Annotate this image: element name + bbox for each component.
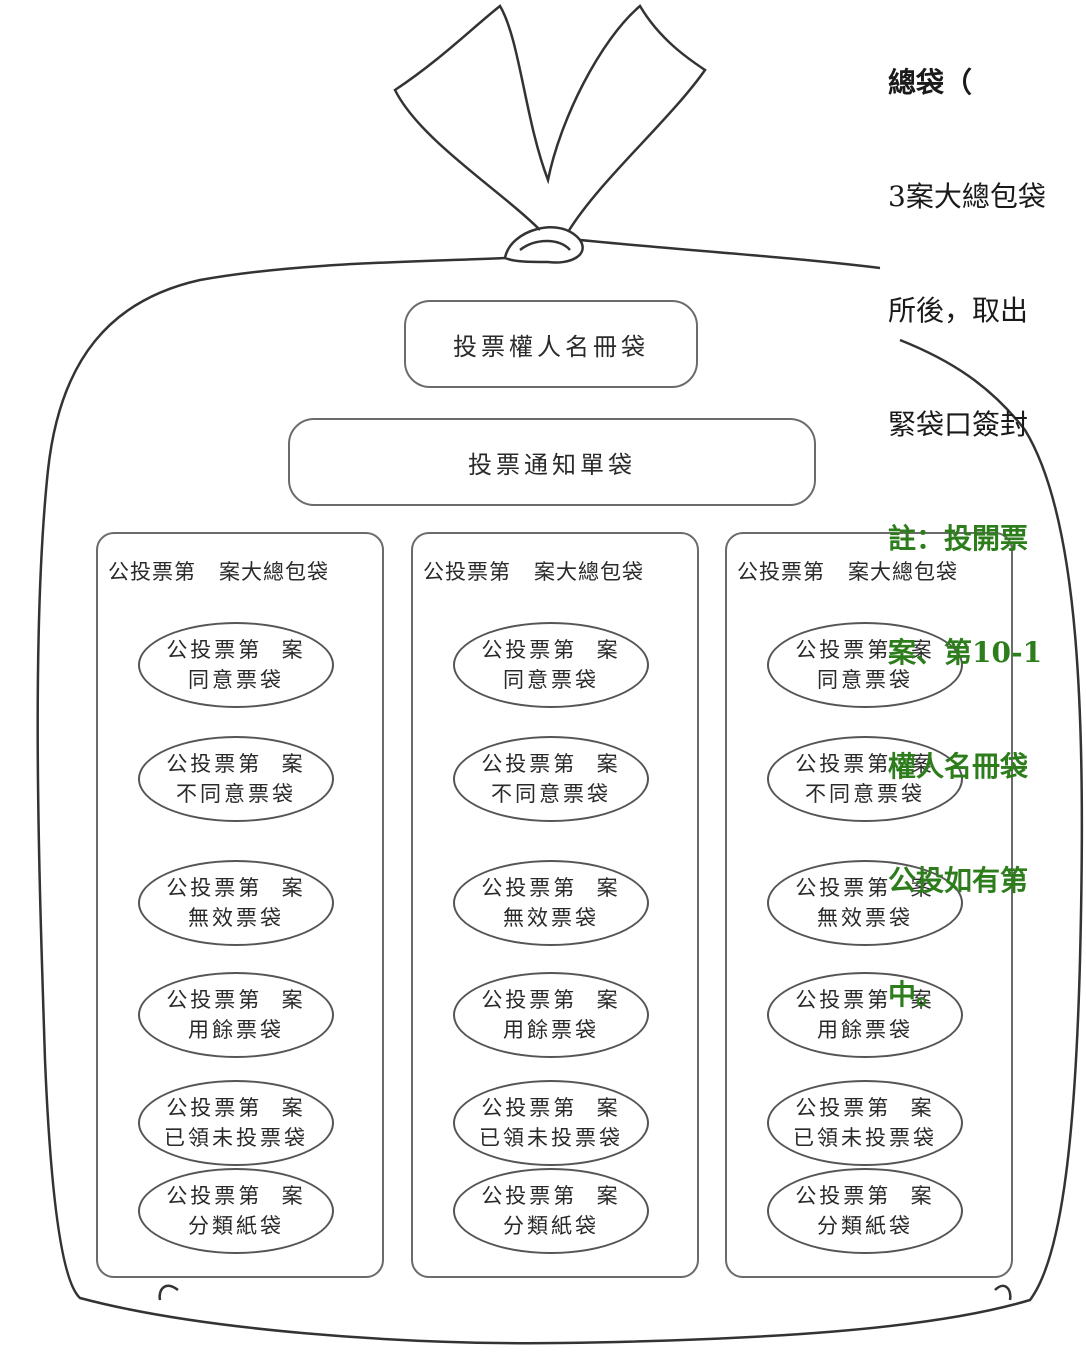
pill-line1: 公投票第 案 — [481, 1096, 621, 1120]
master-bag-title: 公投票第 案大總包袋 — [423, 560, 645, 584]
bag-corner-right — [994, 1284, 1012, 1301]
pill-line1: 公投票第 案 — [481, 752, 621, 776]
pill-line2: 無效票袋 — [188, 906, 284, 930]
note-line: 案、第10-1 — [888, 636, 1043, 669]
pill-line2: 不同意票袋 — [805, 782, 925, 806]
received-not-cast-ballot-bag: 公投票第 案已領未投票袋 — [767, 1080, 963, 1166]
note-line: 註：投開票 — [888, 522, 1029, 555]
pill-line2: 用餘票袋 — [817, 1018, 913, 1042]
note-line: 中。 — [888, 978, 945, 1011]
master-bag-column-2: 公投票第 案大總包袋 公投票第 案同意票袋 公投票第 案不同意票袋 公投票第 案… — [411, 532, 699, 1278]
voter-register-bag-label: 投票權人名冊袋 — [453, 332, 649, 361]
pill-line1: 公投票第 案 — [795, 876, 935, 900]
unused-ballot-bag: 公投票第 案用餘票袋 — [453, 972, 649, 1058]
pill-line2: 已領未投票袋 — [164, 1126, 308, 1150]
bag-body — [36, 256, 1084, 1345]
note-line: 3案大總包袋 — [888, 180, 1046, 213]
pill-line1: 公投票第 案 — [166, 876, 306, 900]
pill-line1: 公投票第 案 — [166, 1096, 306, 1120]
invalid-ballot-bag: 公投票第 案無效票袋 — [138, 860, 334, 946]
pill-line2: 用餘票袋 — [188, 1018, 284, 1042]
pill-line1: 公投票第 案 — [795, 988, 935, 1012]
master-bag-title: 公投票第 案大總包袋 — [108, 560, 330, 584]
pill-line2: 用餘票袋 — [503, 1018, 599, 1042]
pill-line1: 公投票第 案 — [166, 1184, 306, 1208]
received-not-cast-ballot-bag: 公投票第 案已領未投票袋 — [453, 1080, 649, 1166]
pill-line2: 同意票袋 — [503, 668, 599, 692]
bag-knot — [503, 226, 584, 264]
voting-notice-bag-box: 投票通知單袋 — [288, 418, 816, 506]
master-bag-column-3: 公投票第 案大總包袋 公投票第 案同意票袋 公投票第 案不同意票袋 公投票第 案… — [725, 532, 1013, 1278]
sorting-paper-bag: 公投票第 案分類紙袋 — [138, 1168, 334, 1254]
agree-ballot-bag: 公投票第 案同意票袋 — [767, 622, 963, 708]
bag-tie-top — [393, 4, 707, 233]
note-line: 所後，取出 — [888, 294, 1029, 327]
pill-line2: 不同意票袋 — [176, 782, 296, 806]
pill-line1: 公投票第 案 — [481, 988, 621, 1012]
pill-line2: 分類紙袋 — [188, 1214, 284, 1238]
pill-line2: 分類紙袋 — [817, 1214, 913, 1238]
pill-line2: 無效票袋 — [817, 906, 913, 930]
bag-shoulder-right — [579, 238, 881, 270]
sorting-paper-bag: 公投票第 案分類紙袋 — [767, 1168, 963, 1254]
disagree-ballot-bag: 公投票第 案不同意票袋 — [453, 736, 649, 822]
pill-line1: 公投票第 案 — [795, 752, 935, 776]
pill-line2: 已領未投票袋 — [479, 1126, 623, 1150]
note-line: 公投如有第 — [888, 864, 1029, 897]
received-not-cast-ballot-bag: 公投票第 案已領未投票袋 — [138, 1080, 334, 1166]
pill-line2: 無效票袋 — [503, 906, 599, 930]
note-line: 緊袋口簽封 — [888, 408, 1029, 441]
pill-line1: 公投票第 案 — [166, 752, 306, 776]
unused-ballot-bag: 公投票第 案用餘票袋 — [767, 972, 963, 1058]
invalid-ballot-bag: 公投票第 案無效票袋 — [767, 860, 963, 946]
unused-ballot-bag: 公投票第 案用餘票袋 — [138, 972, 334, 1058]
pill-line1: 公投票第 案 — [481, 876, 621, 900]
invalid-ballot-bag: 公投票第 案無效票袋 — [453, 860, 649, 946]
agree-ballot-bag: 公投票第 案同意票袋 — [138, 622, 334, 708]
pill-line2: 同意票袋 — [188, 668, 284, 692]
pill-line2: 分類紙袋 — [503, 1214, 599, 1238]
pill-line1: 公投票第 案 — [795, 1184, 935, 1208]
pill-line2: 同意票袋 — [817, 668, 913, 692]
pill-line1: 公投票第 案 — [795, 638, 935, 662]
master-bag-title: 公投票第 案大總包袋 — [737, 560, 959, 584]
sorting-paper-bag: 公投票第 案分類紙袋 — [453, 1168, 649, 1254]
bag-corner-left — [158, 1284, 179, 1301]
voter-register-bag-box: 投票權人名冊袋 — [404, 300, 698, 388]
agree-ballot-bag: 公投票第 案同意票袋 — [453, 622, 649, 708]
pill-line2: 不同意票袋 — [491, 782, 611, 806]
instruction-note: 總袋（ 3案大總包袋 所後，取出 緊袋口簽封 註：投開票 案、第10-1 權人名… — [888, 0, 1086, 1052]
disagree-ballot-bag: 公投票第 案不同意票袋 — [138, 736, 334, 822]
pill-line1: 公投票第 案 — [795, 1096, 935, 1120]
note-line: 總袋（ — [888, 66, 973, 99]
pill-line2: 已領未投票袋 — [793, 1126, 937, 1150]
pill-line1: 公投票第 案 — [166, 988, 306, 1012]
master-bag-column-1: 公投票第 案大總包袋 公投票第 案同意票袋 公投票第 案不同意票袋 公投票第 案… — [96, 532, 384, 1278]
note-line: 權人名冊袋 — [888, 750, 1029, 783]
pill-line1: 公投票第 案 — [481, 638, 621, 662]
voting-notice-bag-label: 投票通知單袋 — [468, 450, 636, 479]
pill-line1: 公投票第 案 — [481, 1184, 621, 1208]
disagree-ballot-bag: 公投票第 案不同意票袋 — [767, 736, 963, 822]
pill-line1: 公投票第 案 — [166, 638, 306, 662]
